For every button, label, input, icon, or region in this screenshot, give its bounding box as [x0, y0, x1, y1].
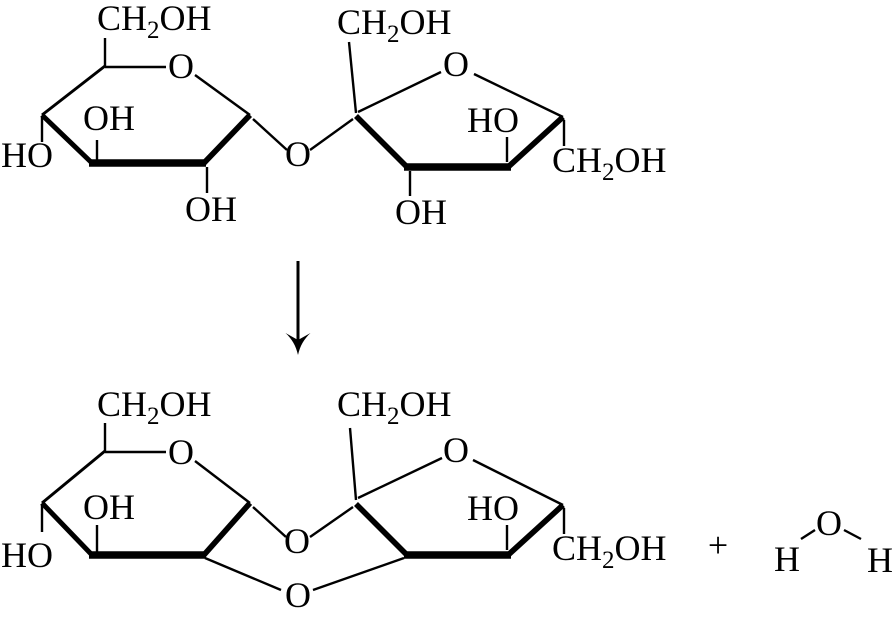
- hydroxyl-label: OH: [395, 192, 447, 232]
- bond: [252, 506, 287, 538]
- ring-oxygen-label: O: [168, 46, 194, 86]
- bond: [357, 456, 443, 500]
- reaction-arrow: [285, 261, 311, 355]
- glucose-ring: CH2OH O OH HO OH: [1, 0, 253, 229]
- glycosidic-oxygen-label: O: [285, 134, 311, 174]
- fructose-ring: CH2OH O HO CH2OH: [337, 384, 667, 574]
- bond: [347, 41, 358, 114]
- label-part: OH: [615, 528, 667, 568]
- label-subscript: 2: [147, 17, 160, 44]
- ch2oh-label: CH2OH: [552, 528, 667, 574]
- oxygen-label: O: [816, 503, 842, 543]
- bond: [252, 118, 288, 151]
- label-part: OH: [400, 2, 452, 42]
- bond: [41, 449, 106, 505]
- glycosidic-bridge: O: [252, 118, 354, 174]
- ch2oh-label: CH2OH: [337, 2, 452, 48]
- hydroxyl-label: HO: [467, 488, 519, 528]
- hydroxyl-label: OH: [83, 98, 135, 138]
- label-part: OH: [400, 384, 452, 424]
- label-subscript: 2: [387, 21, 400, 48]
- glucose-ring: CH2OH O OH HO: [1, 384, 253, 575]
- label-subscript: 2: [602, 547, 615, 574]
- bond: [200, 501, 253, 558]
- bond: [354, 114, 410, 170]
- label-part: OH: [160, 0, 212, 38]
- label-part: OH: [160, 384, 212, 424]
- bond: [348, 427, 358, 501]
- bond: [505, 114, 565, 171]
- oxygen-bridge: O O: [204, 506, 405, 615]
- label-part: OH: [615, 140, 667, 180]
- plus-sign: +: [708, 525, 728, 565]
- ch2oh-label: CH2OH: [97, 0, 212, 44]
- bond: [505, 502, 565, 559]
- ch2oh-label: CH2OH: [97, 384, 212, 430]
- bond: [41, 64, 106, 117]
- bond: [40, 113, 95, 166]
- hydroxyl-label: OH: [185, 189, 237, 229]
- ring-oxygen-label: O: [168, 432, 194, 472]
- hydroxyl-label: HO: [467, 100, 519, 140]
- label-part: CH: [552, 140, 602, 180]
- bond: [204, 556, 282, 592]
- ch2oh-label: CH2OH: [337, 384, 452, 430]
- bond: [472, 458, 564, 507]
- bond: [473, 72, 564, 119]
- label-subscript: 2: [147, 403, 160, 430]
- bond: [312, 556, 405, 592]
- bond: [800, 528, 816, 541]
- label-part: CH: [552, 528, 602, 568]
- ring-oxygen-label: O: [443, 44, 469, 84]
- ring-oxygen-label: O: [443, 430, 469, 470]
- label-part: CH: [97, 384, 147, 424]
- water-molecule: H O H: [774, 503, 893, 580]
- bond: [309, 118, 354, 151]
- bond: [309, 506, 354, 538]
- bond: [40, 501, 95, 558]
- bond: [357, 70, 442, 114]
- label-subscript: 2: [387, 403, 400, 430]
- bond: [843, 528, 862, 541]
- label-subscript: 2: [602, 159, 615, 186]
- bond: [194, 74, 251, 116]
- hydroxyl-label: HO: [1, 535, 53, 575]
- fructose-ring: CH2OH O HO OH CH2OH: [337, 2, 667, 232]
- label-part: CH: [337, 384, 387, 424]
- hydroxyl-label: OH: [83, 487, 135, 527]
- bond: [200, 113, 253, 166]
- sucrose-structure: CH2OH O OH HO OH O CH2OH O HO OH: [1, 0, 667, 232]
- bond: [194, 460, 251, 504]
- product-structure: CH2OH O OH HO O O CH2OH O HO C: [1, 384, 893, 615]
- bond: [354, 502, 410, 558]
- hydrogen-label: H: [774, 539, 800, 579]
- label-part: CH: [337, 2, 387, 42]
- hydrogen-label: H: [867, 540, 893, 580]
- bridge-oxygen-lower-label: O: [285, 575, 311, 615]
- down-arrow-icon: [285, 333, 311, 355]
- label-part: CH: [97, 0, 147, 38]
- hydroxyl-label: HO: [1, 135, 53, 175]
- ch2oh-label: CH2OH: [552, 140, 667, 186]
- bridge-oxygen-upper-label: O: [284, 521, 310, 561]
